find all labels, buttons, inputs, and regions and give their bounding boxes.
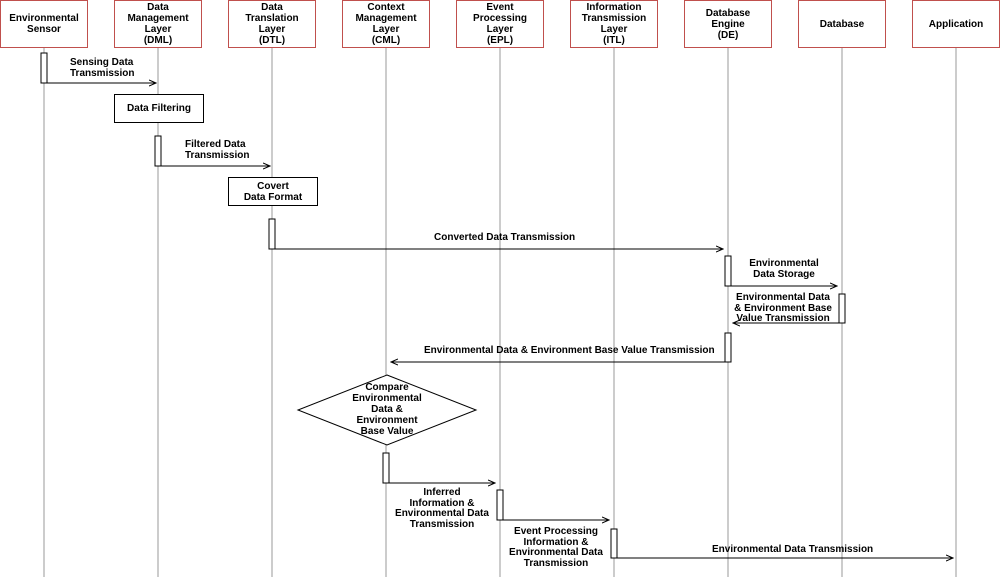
message-label-m7: Inferred Information & Environmental Dat…: [395, 487, 489, 530]
participant-app: Application: [912, 0, 1000, 48]
activation-sensor: [40, 52, 48, 84]
message-label-m2: Filtered Data Transmission: [185, 139, 250, 161]
message-label-m9: Environmental Data Transmission: [712, 544, 874, 555]
message-label-m4: Environmental Data Storage: [749, 258, 819, 280]
message-label-m3: Converted Data Transmission: [434, 232, 576, 243]
activation-de-2: [724, 332, 732, 363]
activation-cml: [382, 452, 390, 484]
process-convert-data-format: Covert Data Format: [228, 177, 318, 206]
message-label-m8: Event Processing Information & Environme…: [509, 526, 603, 569]
participant-db: Database: [798, 0, 886, 48]
activation-dtl: [268, 218, 276, 250]
activation-itl: [610, 528, 618, 559]
decision-label: Compare Environmental Data & Environment…: [352, 382, 422, 437]
participant-dtl: Data Translation Layer (DTL): [228, 0, 316, 48]
message-label-m5: Environmental Data & Environment Base Va…: [734, 292, 832, 324]
activation-dml: [154, 135, 162, 167]
activation-db: [838, 293, 846, 324]
participant-sensor: Environmental Sensor: [0, 0, 88, 48]
process-data-filtering: Data Filtering: [114, 94, 204, 123]
participant-itl: Information Transmission Layer (ITL): [570, 0, 658, 48]
activation-epl: [496, 489, 504, 521]
participant-de: Database Engine (DE): [684, 0, 772, 48]
decision-diamond: [296, 374, 478, 446]
participant-dml: Data Management Layer (DML): [114, 0, 202, 48]
message-label-m1: Sensing Data Transmission: [70, 57, 135, 79]
activation-de-1: [724, 255, 732, 287]
participant-epl: Event Processing Layer (EPL): [456, 0, 544, 48]
participant-cml: Context Management Layer (CML): [342, 0, 430, 48]
message-label-m6: Environmental Data & Environment Base Va…: [424, 345, 715, 356]
